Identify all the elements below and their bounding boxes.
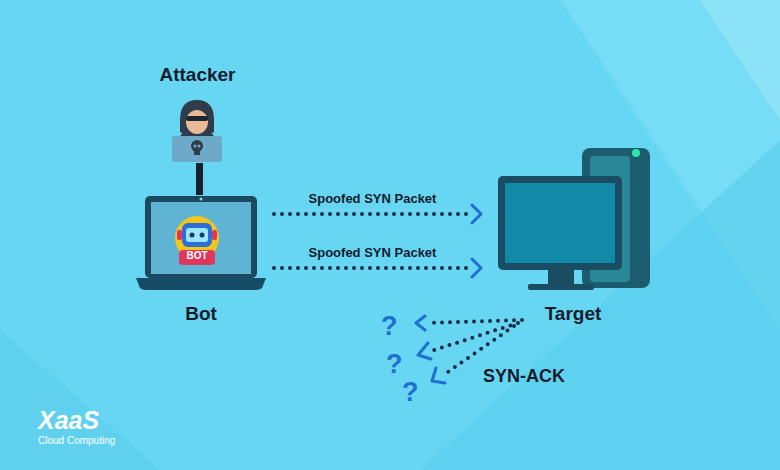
attacker-node: Attacker (150, 64, 245, 163)
logo-subtext: Cloud Computing (38, 435, 115, 446)
connector-line (196, 163, 203, 195)
target-computer (498, 148, 650, 290)
question-mark: ? (381, 311, 398, 342)
attacker-figure (172, 100, 222, 162)
connector (199, 163, 200, 195)
connector (274, 259, 481, 277)
connector-line (274, 212, 469, 216)
connector-line (274, 266, 469, 270)
node-label: Bot (136, 303, 266, 325)
arrowhead (472, 205, 481, 223)
arrowhead (472, 259, 481, 277)
logo-text: XaaS (38, 406, 99, 435)
connector (274, 205, 481, 223)
bot-laptop (136, 196, 266, 290)
syn-ack-arrowheads (416, 316, 445, 383)
background-shape (0, 330, 160, 470)
badge-text: BOT (179, 250, 215, 261)
syn-ack-label: SYN-ACK (483, 366, 565, 387)
background-shape (420, 140, 780, 470)
edge-label: Spoofed SYN Packet (309, 191, 437, 206)
node-label: Attacker (150, 64, 245, 86)
question-mark: ? (402, 377, 419, 408)
node-label: Target (495, 303, 651, 325)
edge-label: Spoofed SYN Packet (309, 245, 437, 260)
target-node: Target (495, 145, 655, 325)
bot-node: BOT Bot (136, 195, 266, 325)
question-mark: ? (386, 349, 403, 380)
background-shape (600, 0, 780, 120)
